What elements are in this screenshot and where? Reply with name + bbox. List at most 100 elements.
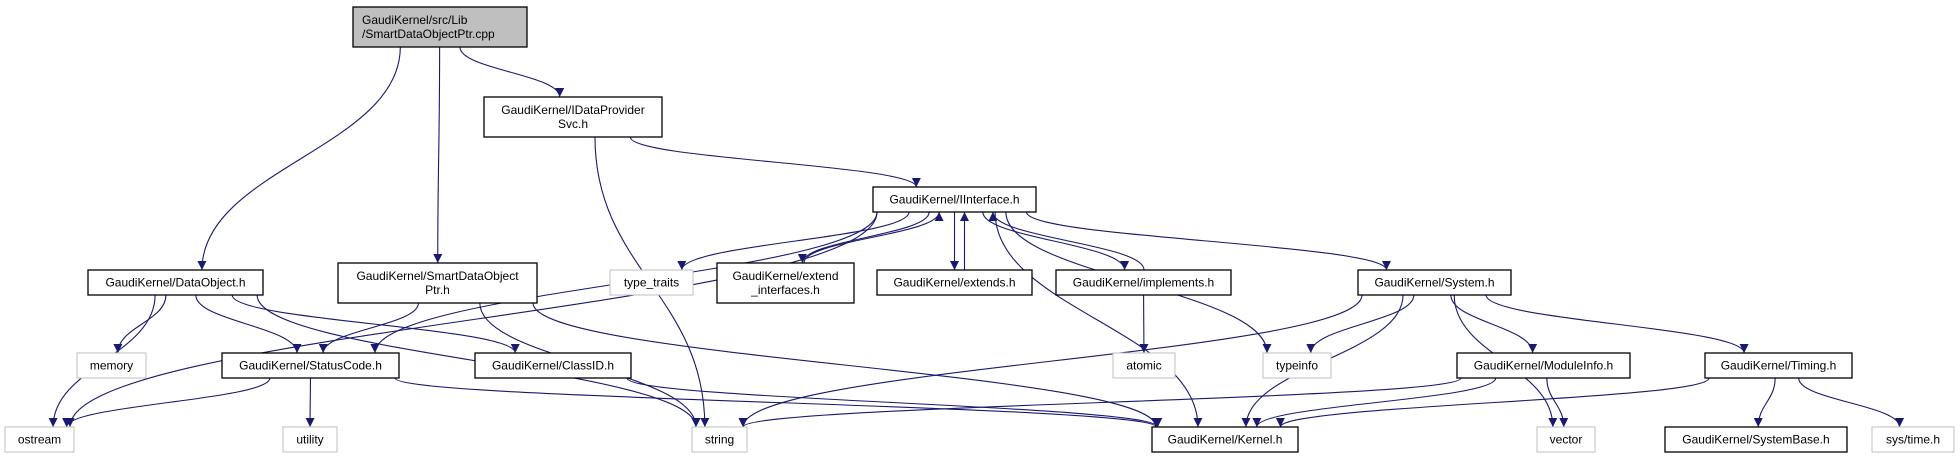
node-kernel[interactable]: GaudiKernel/Kernel.h [1151,426,1299,453]
node-label: /SmartDataObjectPtr.cpp [362,27,495,41]
edge-idataprovidersvc-to-iinterface [629,136,921,188]
node-smartdataobjectptr[interactable]: GaudiKernel/SmartDataObjectPtr.h [337,262,538,304]
node-ostream: ostream [4,426,75,453]
node-iinterface[interactable]: GaudiKernel/IInterface.h [872,186,1037,213]
node-implements[interactable]: GaudiKernel/implements.h [1055,269,1232,296]
node-memory: memory [76,352,147,379]
node-string: string [691,426,748,453]
node-box [352,6,528,48]
node-label: GaudiKernel/StatusCode.h [239,359,382,373]
node-label: GaudiKernel/ModuleInfo.h [1474,359,1613,373]
node-label: Ptr.h [425,283,450,297]
node-box [1151,426,1299,453]
node-box [1536,426,1596,453]
edge-timing-to-kernel [1276,377,1710,428]
edge-moduleinfo-to-vector [1546,377,1569,428]
node-box [282,426,338,453]
node-box [4,426,75,453]
node-label: GaudiKernel/System.h [1374,276,1494,290]
node-typeinfo: typeinfo [1262,352,1332,379]
node-label: atomic [1126,359,1161,373]
edge-iinterface-to-type_traits [677,211,910,271]
node-label: vector [1550,433,1583,447]
node-extend_interfaces[interactable]: GaudiKernel/extend_interfaces.h [716,262,855,304]
node-box [337,262,538,304]
node-box [483,96,663,138]
node-label: GaudiKernel/extends.h [893,276,1015,290]
node-label: ostream [18,433,61,447]
node-label: GaudiKernel/src/Lib [362,13,468,27]
node-statuscode[interactable]: GaudiKernel/StatusCode.h [221,352,400,379]
node-vector: vector [1536,426,1596,453]
node-box [87,269,264,296]
node-label: _interfaces.h [750,283,820,297]
edge-timing-to-systime [1798,377,1905,428]
node-label: GaudiKernel/SystemBase.h [1682,433,1829,447]
node-atomic: atomic [1112,352,1176,379]
node-label: GaudiKernel/ClassID.h [492,359,614,373]
node-label: GaudiKernel/IDataProvider [501,103,644,117]
node-box [1664,426,1848,453]
edge-implements-to-iinterface [988,211,1145,271]
node-label: GaudiKernel/SmartDataObject [356,269,519,283]
node-moduleinfo[interactable]: GaudiKernel/ModuleInfo.h [1456,352,1631,379]
node-box [691,426,748,453]
node-label: string [705,433,734,447]
node-label: memory [90,359,133,373]
edge-iinterface-to-ostream [65,211,878,428]
edge-root-to-dataobject [197,46,401,271]
node-box [221,352,400,379]
node-label: utility [296,433,323,447]
node-label: type_traits [624,276,679,290]
edge-timing-to-systembase [1753,377,1776,428]
edge-classid-to-kernel [626,377,1163,428]
edge-statuscode-to-kernel [394,377,1161,428]
edge-dataobject-to-memory [113,294,167,354]
edge-system-to-typeinfo [1306,294,1415,354]
node-box [1262,352,1332,379]
node-label: GaudiKernel/Timing.h [1721,359,1837,373]
edge-smartdataobjectptr-to-kernel [532,302,1161,428]
edge-moduleinfo-to-kernel [1252,377,1497,428]
node-box [76,352,147,379]
node-root[interactable]: GaudiKernel/src/Lib/SmartDataObjectPtr.c… [352,6,528,48]
node-label: Svc.h [558,117,588,131]
node-box [1456,352,1631,379]
edge-iinterface-to-extend_interfaces [797,211,930,264]
edge-iinterface-to-implements [982,211,1130,271]
edge-dataobject-to-classid [231,294,520,354]
node-box [716,262,855,304]
edge-iinterface-to-kernel [994,211,1203,428]
edge-iinterface-to-system [1025,211,1391,271]
node-classid[interactable]: GaudiKernel/ClassID.h [474,352,632,379]
edge-smartdataobjectptr-to-statuscode [318,302,419,354]
node-extends[interactable]: GaudiKernel/extends.h [876,269,1033,296]
nodes-layer: GaudiKernel/src/Lib/SmartDataObjectPtr.c… [4,6,1955,453]
node-box [1112,352,1176,379]
node-box [474,352,632,379]
edge-extend_interfaces-to-iinterface [803,211,944,264]
node-timing[interactable]: GaudiKernel/Timing.h [1704,352,1853,379]
edge-system-to-moduleinfo [1450,294,1538,354]
node-label: GaudiKernel/extend [732,269,838,283]
edge-statuscode-to-ostream [62,377,271,428]
edge-system-to-string [738,294,1363,428]
node-box [876,269,1033,296]
node-label: GaudiKernel/implements.h [1073,276,1214,290]
node-system[interactable]: GaudiKernel/System.h [1357,269,1512,296]
node-label: GaudiKernel/DataObject.h [105,276,245,290]
node-systime: sys/time.h [1871,426,1955,453]
node-label: GaudiKernel/IInterface.h [889,193,1019,207]
node-type_traits: type_traits [609,269,694,296]
edge-system-to-timing [1485,294,1749,354]
edge-dataobject-to-statuscode [195,294,302,354]
node-box [872,186,1037,213]
node-box [1055,269,1232,296]
node-systembase[interactable]: GaudiKernel/SystemBase.h [1664,426,1848,453]
node-utility: utility [282,426,338,453]
node-box [609,269,694,296]
node-dataobject[interactable]: GaudiKernel/DataObject.h [87,269,264,296]
node-label: GaudiKernel/Kernel.h [1168,433,1283,447]
